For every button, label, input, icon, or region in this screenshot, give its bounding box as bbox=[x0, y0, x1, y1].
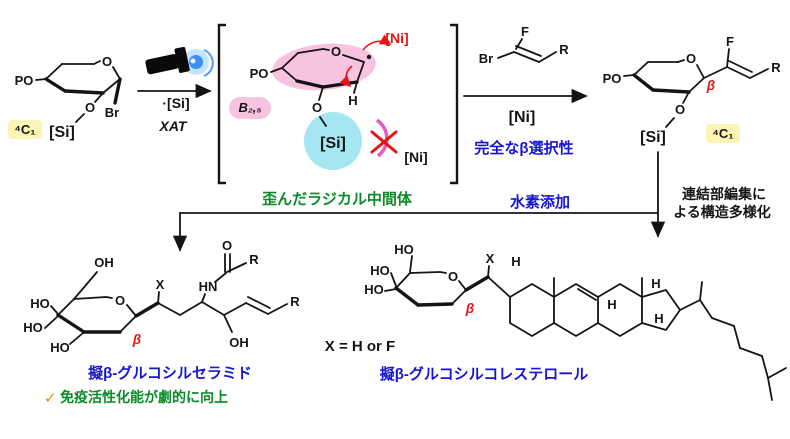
bromine-label: Br bbox=[479, 51, 493, 66]
ring-oxygen-label: O bbox=[448, 269, 458, 284]
ho-label: HO bbox=[23, 320, 43, 335]
x-substituent-label: X bbox=[156, 277, 165, 292]
conformation-label: ⁴C₁ bbox=[712, 126, 733, 141]
x-substituent-label: X bbox=[486, 251, 495, 266]
ho-label: HO bbox=[370, 263, 390, 278]
distorted-intermediate-caption: 歪んだラジカル中間体 bbox=[262, 190, 413, 208]
fluorine-label: F bbox=[521, 24, 529, 39]
acyl-r-label: R bbox=[249, 252, 259, 267]
link-oxygen-label: O bbox=[312, 100, 322, 115]
bromine-label: Br bbox=[105, 105, 119, 120]
immune-activity-note: 免疫活性化能が劇的に向上 bbox=[60, 389, 228, 405]
link-oxygen-label: O bbox=[85, 100, 95, 115]
po-label: PO bbox=[250, 66, 269, 81]
ho-label: HO bbox=[364, 282, 384, 297]
diversification-label-line2: よる構造多様化 bbox=[673, 204, 771, 220]
silyl-radical-label: ·[Si] bbox=[162, 95, 189, 111]
curved-arrow-icon bbox=[339, 65, 353, 88]
ring-oxygen-label: O bbox=[115, 293, 125, 308]
nickel-blocked-label: [Ni] bbox=[404, 149, 427, 165]
hydrogenation-label: 水素添加 bbox=[510, 193, 570, 211]
chain-r-label: R bbox=[290, 294, 300, 309]
steroid-ring-a bbox=[509, 283, 555, 337]
conformation-highlight bbox=[8, 120, 42, 139]
cholesterol-name: 擬β-グルコシルコレステロール bbox=[380, 365, 589, 383]
silyl-label: [Si] bbox=[320, 135, 346, 152]
steroid-ring-b bbox=[553, 283, 599, 337]
bracket-right bbox=[450, 23, 459, 185]
ho-label: HO bbox=[30, 296, 50, 311]
stereo-h-label: H bbox=[511, 254, 520, 269]
ho-label: HO bbox=[394, 242, 414, 257]
nickel-top-label: [Ni] bbox=[385, 30, 408, 46]
beta-label: β bbox=[465, 301, 474, 316]
light-rays-icon bbox=[203, 49, 214, 77]
silyl-label: [Si] bbox=[640, 129, 666, 146]
ho-label: HO bbox=[50, 340, 70, 355]
b25-label: B₂,₅ bbox=[238, 100, 261, 115]
ring-oxygen-label: O bbox=[331, 44, 341, 59]
ceramide-name: 擬β-グルコシルセラミド bbox=[88, 364, 252, 382]
po-label: PO bbox=[603, 71, 622, 86]
b25-badge bbox=[229, 97, 271, 119]
intermediate-structure: B₂,₅ PO O [Ni] H O [Si] [Ni] 歪んだラジカル中間体 bbox=[217, 23, 459, 208]
ceramide-structure: OH O HO HO HO β X HN O R OH bbox=[23, 238, 300, 407]
check-icon: ✓ bbox=[44, 390, 57, 407]
oh-label: OH bbox=[94, 255, 114, 270]
hydrogen-label: H bbox=[348, 93, 357, 108]
silyl-label: [Si] bbox=[49, 124, 75, 141]
stereo-h-label: H bbox=[651, 276, 660, 291]
r-group-label: R bbox=[771, 60, 781, 75]
stereo-h-label: H bbox=[607, 297, 616, 312]
reactant-structure: PO O Br O [Si] ⁴C₁ bbox=[8, 54, 122, 141]
diversification-label-line1: 連結部編集に bbox=[682, 186, 766, 202]
chain-oh-label: OH bbox=[229, 335, 249, 350]
cyan-silyl-highlight bbox=[304, 112, 362, 170]
conformation-label: ⁴C₁ bbox=[14, 122, 35, 137]
coupling-step: Br F R [Ni] 完全なβ選択性 bbox=[463, 24, 588, 157]
beta-label: β bbox=[132, 332, 141, 347]
link-oxygen-label: O bbox=[675, 102, 685, 117]
cross-out-icon bbox=[370, 130, 398, 154]
flashlight-icon bbox=[145, 46, 214, 77]
conformation-highlight bbox=[706, 124, 740, 143]
product-structure: PO O β F R O [Si] ⁴C₁ bbox=[603, 34, 782, 146]
amine-label: HN bbox=[199, 279, 218, 294]
curved-arrow-icon bbox=[362, 34, 392, 51]
beta-selectivity-label: 完全なβ選択性 bbox=[474, 139, 573, 157]
x-definition-label: X = H or F bbox=[325, 338, 395, 355]
carbonyl-oxygen-label: O bbox=[222, 238, 232, 253]
ring-oxygen-label: O bbox=[686, 51, 696, 66]
branch-arrows: 水素添加 連結部編集に よる構造多様化 bbox=[172, 151, 771, 252]
ring-oxygen-label: O bbox=[102, 54, 112, 69]
cholesterol-structure: HO HO HO O β X H H H H bbox=[364, 242, 787, 401]
r-group-label: R bbox=[559, 42, 569, 57]
po-label: PO bbox=[15, 73, 34, 88]
xat-label: XAT bbox=[159, 118, 188, 134]
beta-label: β bbox=[706, 78, 715, 93]
radical-dot-icon bbox=[366, 54, 372, 60]
photoactivation-step: ·[Si] XAT bbox=[137, 46, 214, 134]
fluorine-label: F bbox=[726, 34, 734, 49]
bracket-left bbox=[217, 23, 226, 185]
steroid-ring-c bbox=[597, 283, 643, 337]
stereo-h-label: H bbox=[654, 311, 663, 326]
nickel-catalyst-label: [Ni] bbox=[509, 109, 536, 126]
